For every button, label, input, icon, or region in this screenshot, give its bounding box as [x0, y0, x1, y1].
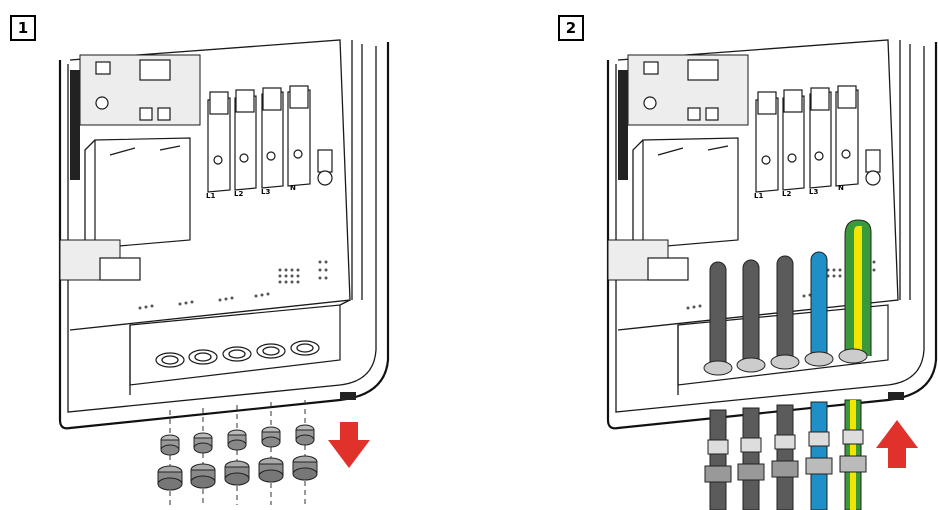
gland-openings	[155, 340, 320, 368]
ac-cables	[703, 219, 872, 510]
cable-l1	[703, 261, 733, 510]
cable-l2	[736, 259, 766, 510]
terminal-label: L1	[206, 192, 215, 200]
step-1-badge: 1	[10, 15, 36, 41]
vent-grid	[138, 260, 328, 310]
terminal-blocks: L1 L2 L3 N	[206, 85, 333, 200]
inverter-housing: L1 L2 L3 N	[606, 39, 938, 430]
cable-pe	[838, 219, 872, 510]
terminal-label: N	[290, 184, 296, 192]
terminal-label: L2	[234, 190, 243, 198]
terminal-label: L3	[809, 188, 818, 196]
terminal-label: N	[838, 184, 844, 192]
cable-l3	[770, 255, 800, 510]
step-2-badge: 2	[558, 15, 584, 41]
step-2-illustration: L1 L2 L3 N	[606, 39, 938, 510]
cable-n	[804, 251, 834, 510]
guide-lines	[169, 400, 306, 505]
inverter-housing: L1 L2 L3 N	[58, 39, 390, 430]
terminal-blocks: L1 L2 L3 N	[754, 85, 881, 200]
step-1-illustration: L1 L2 L3 N	[58, 39, 390, 505]
cable-gland-icon	[157, 424, 318, 491]
terminal-label: L1	[754, 192, 763, 200]
up-arrow-icon	[876, 420, 918, 468]
terminal-label: L2	[782, 190, 791, 198]
terminal-label: L3	[261, 188, 270, 196]
down-arrow-icon	[328, 422, 370, 468]
